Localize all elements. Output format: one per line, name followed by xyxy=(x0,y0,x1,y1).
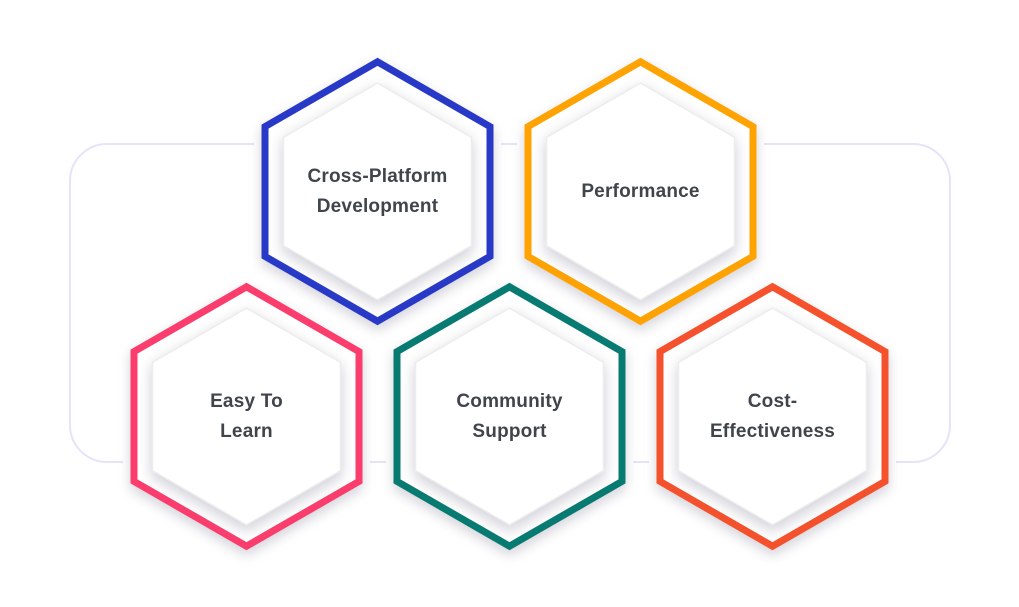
hexagon-performance: Performance xyxy=(517,49,764,334)
hexagon-shape xyxy=(254,49,501,334)
hexagon-label-line: Support xyxy=(472,420,547,442)
hexagon-shape xyxy=(123,274,370,559)
hexagon-label: Easy To Learn xyxy=(129,281,364,552)
hexagon-cross-platform-development: Cross-Platform Development xyxy=(254,49,501,334)
hexagon-cost-effectiveness: Cost- Effectiveness xyxy=(649,274,896,559)
hexagon-shape xyxy=(649,274,896,559)
hexagon-community-support: Community Support xyxy=(386,274,633,559)
hexagon-label: Community Support xyxy=(392,281,627,552)
hexagon-label-line: Cross-Platform xyxy=(307,165,448,187)
hexagon-inner xyxy=(282,82,473,301)
hexagon-label-line: Performance xyxy=(581,180,700,202)
hexagon-label: Performance xyxy=(523,56,758,327)
hexagon-label: Cost- Effectiveness xyxy=(655,281,890,552)
hexagon-inner xyxy=(677,307,868,526)
hexagon-label-line: Effectiveness xyxy=(709,420,836,442)
hexagon-label-line: Community xyxy=(456,390,563,412)
hexagon-shape xyxy=(517,49,764,334)
hexagon-easy-to-learn: Easy To Learn xyxy=(123,274,370,559)
hexagon-label: Cross-Platform Development xyxy=(260,56,495,327)
hexagon-inner xyxy=(545,82,736,301)
hexagon-label-line: Development xyxy=(316,195,439,217)
hexagon-label-line: Cost- xyxy=(747,390,798,412)
hexagon-inner xyxy=(151,307,342,526)
hexagon-shape xyxy=(386,274,633,559)
hexagon-label-line: Learn xyxy=(220,420,273,442)
hexagon-label-line: Easy To xyxy=(210,390,283,412)
hexagon-inner xyxy=(414,307,605,526)
